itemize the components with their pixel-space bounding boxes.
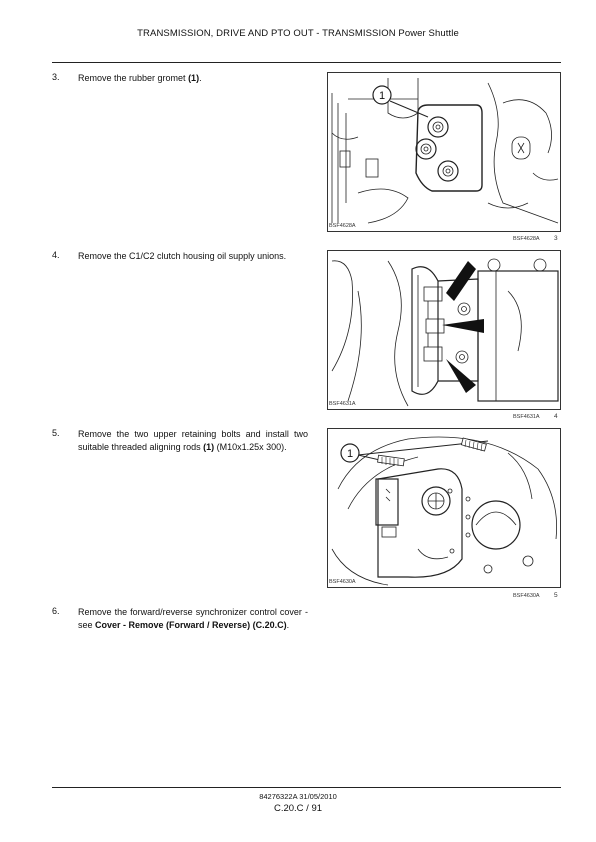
figure-3-code: BSF4628A <box>329 223 356 229</box>
step-5-text: Remove the two upper retaining bolts and… <box>78 429 308 452</box>
figure-4-image <box>327 250 561 410</box>
step-6-cross-reference: Cover - Remove (Forward / Reverse) (C.20… <box>95 619 287 630</box>
figure-4-code: BSF4631A <box>329 401 356 407</box>
figure-5-number: 5 <box>554 592 558 599</box>
step-4-number: 4. <box>52 250 60 260</box>
page-header-title: TRANSMISSION, DRIVE AND PTO OUT - TRANSM… <box>137 28 459 39</box>
step-5-number: 5. <box>52 428 60 438</box>
figure-3-image: 1 <box>327 72 561 232</box>
figure-5-callout: 1 <box>347 448 353 460</box>
figure-4-number: 4 <box>554 413 558 420</box>
figure-3-number: 3 <box>554 235 558 242</box>
figure-5-ref: BSF4630A <box>513 593 540 599</box>
footer-divider <box>52 787 561 788</box>
step-6-text: Remove the forward/reverse synchronizer … <box>78 607 308 630</box>
figure-5-image: 1 <box>327 428 561 588</box>
header-divider <box>52 62 561 63</box>
step-3-number: 3. <box>52 72 60 82</box>
step-5-callout-ref: (1) <box>203 441 215 452</box>
footer-document-code: 84276322A 31/05/2010 <box>259 792 337 801</box>
step-3-text: Remove the rubber gromet (1). <box>78 73 202 83</box>
step-6-number: 6. <box>52 606 60 616</box>
step-3-callout-ref: (1) <box>188 73 200 83</box>
step-4-text: Remove the C1/C2 clutch housing oil supp… <box>78 251 287 261</box>
figure-3-ref: BSF4628A <box>513 236 540 242</box>
figure-5-code: BSF4630A <box>329 579 356 585</box>
figure-4-ref: BSF4631A <box>513 414 540 420</box>
figure-3-callout: 1 <box>379 90 385 102</box>
footer-page-number: C.20.C / 91 <box>273 803 323 814</box>
